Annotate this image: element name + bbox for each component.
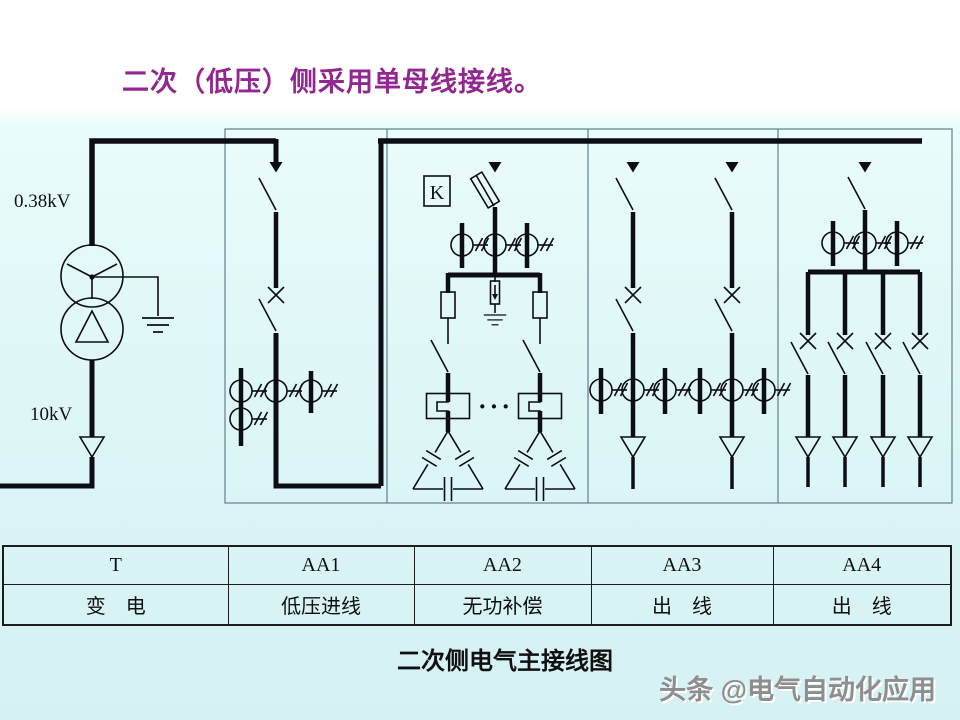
table-cell: 变 电 xyxy=(2,584,229,626)
k-box-label: K xyxy=(430,182,445,204)
k-box-outline xyxy=(423,175,451,207)
compensation-bay-aa2 xyxy=(412,162,576,502)
table-cell: 出 线 xyxy=(590,584,774,626)
feeder xyxy=(865,272,896,487)
diagram-labels: 0.38kV 10kV K ··· xyxy=(14,182,513,425)
table-cell: AA3 xyxy=(590,545,774,585)
outgoing-bay-aa3 xyxy=(589,162,792,489)
feeder xyxy=(714,162,745,489)
section-frames xyxy=(224,128,953,504)
feeder xyxy=(790,272,821,487)
secondary-voltage-label: 0.38kV xyxy=(14,191,71,212)
transformer-bay xyxy=(0,244,175,489)
incoming-bay-aa1 xyxy=(229,162,381,489)
fuse-icon xyxy=(469,170,501,210)
capacitor-branch xyxy=(504,273,576,502)
feeder xyxy=(827,272,858,487)
primary-voltage-label: 10kV xyxy=(30,404,73,425)
page-title: 二次（低压）侧采用单母线接线。 xyxy=(122,67,542,97)
table-cell: 低压进线 xyxy=(227,584,415,626)
table-cell: 出 线 xyxy=(772,584,952,626)
feeder xyxy=(902,272,933,487)
surge-arrester xyxy=(483,275,507,326)
table-cell: AA1 xyxy=(227,545,415,585)
table-cell: AA2 xyxy=(413,545,592,585)
watermark: 头条 @电气自动化应用 xyxy=(659,675,936,705)
table-cell: T xyxy=(2,545,229,585)
feeder xyxy=(615,162,646,489)
table-row: 变 电 低压进线 无功补偿 出 线 出 线 xyxy=(2,584,952,626)
table-cell: AA4 xyxy=(772,545,952,585)
bay-table: T AA1 AA2 AA3 AA4 变 电 低压进线 无功补偿 出 线 出 线 xyxy=(2,545,952,626)
diagram-caption: 二次侧电气主接线图 xyxy=(397,649,613,675)
table-header-row: T AA1 AA2 AA3 AA4 xyxy=(2,545,952,585)
capacitor-branch xyxy=(412,273,484,502)
outgoing-bay-aa4 xyxy=(790,162,933,487)
more-banks-ellipsis: ··· xyxy=(478,392,513,421)
busbar-038kv xyxy=(89,138,922,486)
table-cell: 无功补偿 xyxy=(413,584,592,626)
